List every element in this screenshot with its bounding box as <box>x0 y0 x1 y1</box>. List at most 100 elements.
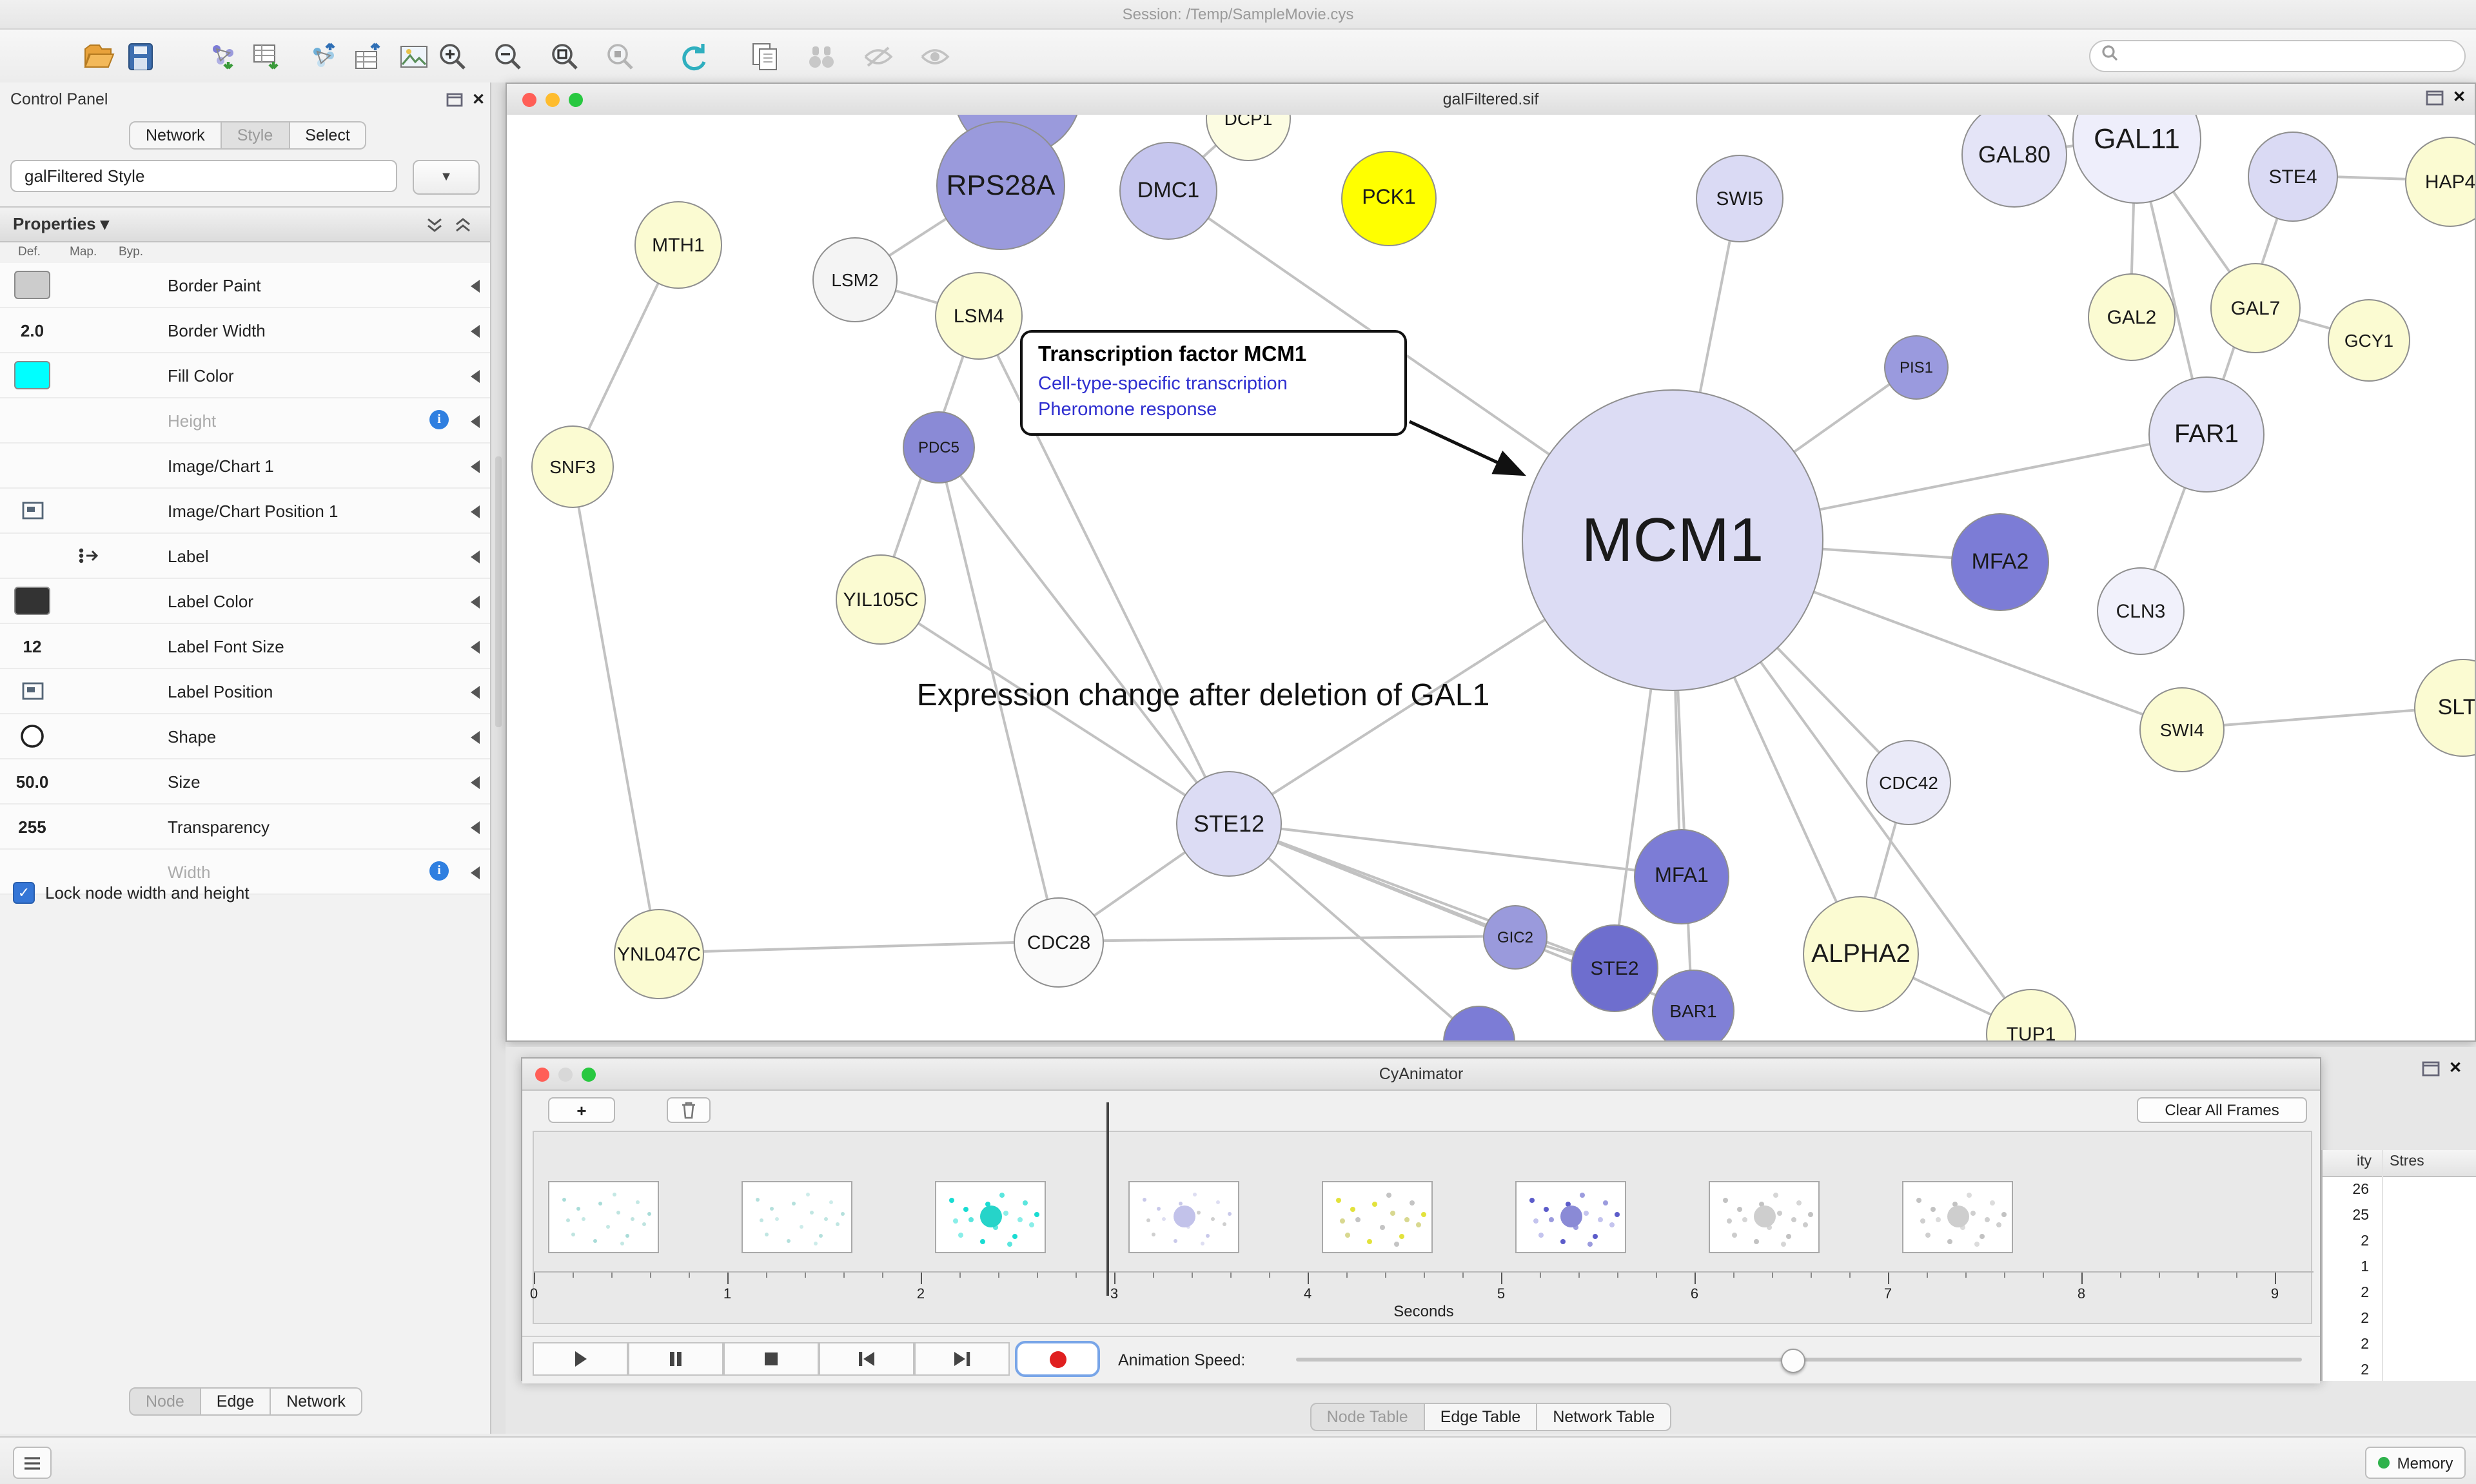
table-row[interactable]: 2 <box>2323 1359 2476 1385</box>
save-session-icon[interactable] <box>121 37 160 76</box>
column-header-centrality[interactable]: ity <box>2357 1154 2372 1169</box>
tab-style[interactable]: Style <box>221 121 290 150</box>
network-edge[interactable] <box>570 465 659 953</box>
close-window-icon[interactable] <box>522 93 536 107</box>
network-edge[interactable] <box>657 940 1058 954</box>
export-network-icon[interactable] <box>304 37 343 76</box>
panel-splitter[interactable] <box>491 83 506 1434</box>
property-row[interactable]: Border Paint <box>0 263 490 308</box>
close-network-panel-icon[interactable]: ✕ <box>2453 88 2466 106</box>
network-node-mfa1[interactable]: MFA1 <box>1634 829 1729 924</box>
zoom-in-icon[interactable] <box>433 37 472 76</box>
tab-network[interactable]: Network <box>129 121 222 150</box>
lock-checkbox[interactable]: ✓ <box>13 882 35 904</box>
frame-thumbnail-1[interactable] <box>742 1181 852 1253</box>
property-row[interactable]: Shape <box>0 714 490 759</box>
properties-header[interactable]: Properties ▾ <box>0 206 490 242</box>
network-node-cdc42[interactable]: CDC42 <box>1866 740 1951 825</box>
network-node-far1[interactable]: FAR1 <box>2148 376 2265 493</box>
network-edge[interactable] <box>1227 821 1681 877</box>
tab-node-style[interactable]: Node <box>129 1387 201 1416</box>
network-node-cln3[interactable]: CLN3 <box>2097 567 2185 655</box>
export-table-icon[interactable] <box>348 37 387 76</box>
table-row[interactable]: 1 <box>2323 1256 2476 1282</box>
color-swatch[interactable] <box>14 587 50 615</box>
network-node-mth1[interactable]: MTH1 <box>634 201 722 289</box>
network-edge[interactable] <box>936 445 1229 824</box>
annotation-text[interactable]: Expression change after deletion of GAL1 <box>916 678 1490 713</box>
find-icon[interactable] <box>802 37 841 76</box>
expand-row-arrow-icon[interactable] <box>471 460 480 473</box>
memory-button[interactable]: Memory <box>2365 1447 2466 1479</box>
network-node-ste4[interactable]: STE4 <box>2248 132 2338 222</box>
import-network-from-file-icon[interactable] <box>204 37 242 76</box>
close-window-icon[interactable] <box>535 1068 549 1082</box>
column-header-stress[interactable]: Stres <box>2390 1154 2424 1169</box>
expand-row-arrow-icon[interactable] <box>471 551 480 563</box>
style-selector[interactable]: galFiltered Style <box>10 160 397 192</box>
record-button[interactable] <box>1015 1341 1100 1377</box>
network-node-ynl047c[interactable]: YNL047C <box>614 909 704 999</box>
delete-frame-button[interactable] <box>667 1097 711 1123</box>
collapse-all-icon[interactable] <box>426 217 444 240</box>
table-row[interactable]: 26 <box>2323 1178 2476 1204</box>
search-input[interactable] <box>2089 40 2466 72</box>
annotation-box[interactable]: Transcription factor MCM1 Cell-type-spec… <box>1020 330 1407 436</box>
network-edge[interactable] <box>1227 821 1614 968</box>
frame-thumbnail-7[interactable] <box>1902 1181 2013 1253</box>
frame-thumbnail-0[interactable] <box>548 1181 659 1253</box>
network-node-lsm2[interactable]: LSM2 <box>812 237 898 322</box>
network-window-titlebar[interactable]: galFiltered.sif <box>507 84 2475 116</box>
close-panel-icon[interactable]: ✕ <box>472 90 486 108</box>
float-network-panel-icon[interactable] <box>2426 89 2444 112</box>
expand-row-arrow-icon[interactable] <box>471 776 480 789</box>
app-manager-button[interactable] <box>13 1447 52 1479</box>
table-row[interactable]: 2 <box>2323 1333 2476 1359</box>
step-back-button[interactable] <box>819 1342 914 1376</box>
zoom-fit-icon[interactable] <box>545 37 584 76</box>
network-node-yil105c[interactable]: YIL105C <box>836 554 926 645</box>
frame-thumbnail-5[interactable] <box>1515 1181 1626 1253</box>
open-session-icon[interactable] <box>79 37 117 76</box>
tab-edge-table[interactable]: Edge Table <box>1424 1403 1538 1431</box>
network-node-rps28a[interactable]: RPS28A <box>936 121 1065 250</box>
add-frame-button[interactable]: + <box>548 1097 615 1123</box>
expand-row-arrow-icon[interactable] <box>471 686 480 699</box>
property-row[interactable]: Image/Chart Position 1 <box>0 489 490 534</box>
zoom-window-icon[interactable] <box>569 93 583 107</box>
network-node-bar1[interactable]: BAR1 <box>1652 970 1734 1040</box>
network-node-gal80[interactable]: GAL80 <box>1961 115 2067 208</box>
network-node-alpha2[interactable]: ALPHA2 <box>1803 896 1919 1012</box>
style-options-button[interactable]: ▼ <box>413 160 480 195</box>
pause-button[interactable] <box>628 1342 723 1376</box>
expand-row-arrow-icon[interactable] <box>471 505 480 518</box>
annotation-link-2[interactable]: Pheromone response <box>1038 399 1217 420</box>
step-forward-button[interactable] <box>914 1342 1010 1376</box>
network-edge[interactable] <box>1226 821 1479 1040</box>
zoom-window-icon[interactable] <box>582 1068 596 1082</box>
table-row[interactable]: 2 <box>2323 1307 2476 1333</box>
cyanimator-titlebar[interactable]: CyAnimator <box>522 1059 2320 1091</box>
stop-button[interactable] <box>723 1342 819 1376</box>
table-row[interactable]: 25 <box>2323 1204 2476 1230</box>
property-row[interactable]: Label <box>0 534 490 579</box>
property-row[interactable]: Image/Chart 1 <box>0 444 490 489</box>
tab-network-style[interactable]: Network <box>271 1387 362 1416</box>
float-panel-icon[interactable] <box>446 90 463 113</box>
tab-network-table[interactable]: Network Table <box>1537 1403 1672 1431</box>
minimize-window-icon[interactable] <box>558 1068 573 1082</box>
network-node-gal7[interactable]: GAL7 <box>2210 263 2301 353</box>
lock-size-row[interactable]: ✓ Lock node width and height <box>13 882 250 904</box>
expand-row-arrow-icon[interactable] <box>471 596 480 609</box>
network-node-mcm1[interactable]: MCM1 <box>1522 389 1823 691</box>
copy-icon[interactable] <box>745 37 784 76</box>
network-node-pck1[interactable]: PCK1 <box>1341 151 1437 246</box>
network-node-ste2[interactable]: STE2 <box>1571 924 1658 1012</box>
network-node-gcy1[interactable]: GCY1 <box>2328 299 2410 382</box>
network-node-mfa2[interactable]: MFA2 <box>1951 513 2049 611</box>
